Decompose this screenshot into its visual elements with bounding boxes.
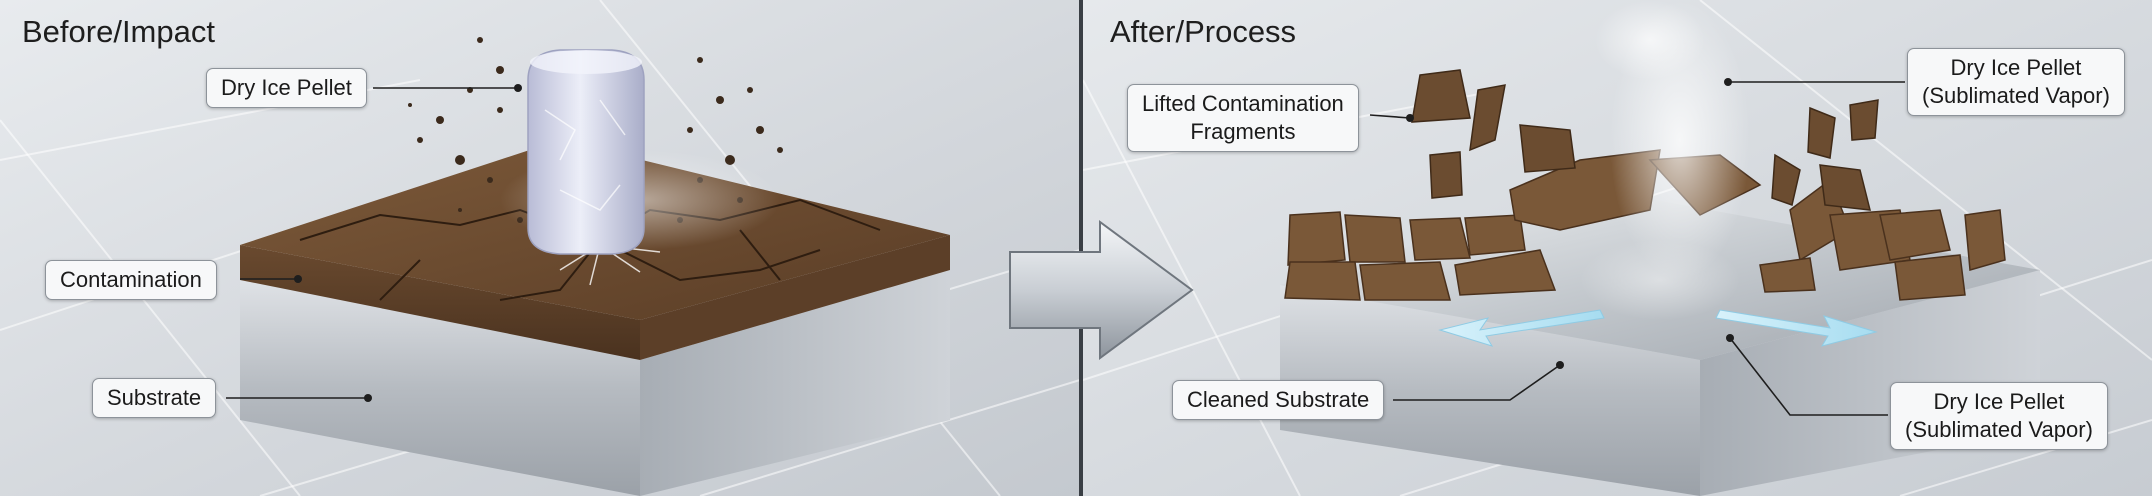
ice-texture <box>544 99 626 211</box>
right-arrow-icon <box>1009 220 1194 360</box>
label-dry-ice-pellet: Dry Ice Pellet <box>206 68 367 108</box>
label-contamination: Contamination <box>45 260 217 300</box>
label-cleaned-substrate: Cleaned Substrate <box>1172 380 1385 420</box>
flow-arrow-right <box>1715 309 1878 347</box>
lifted-fragments <box>1411 69 1879 211</box>
contamination-side <box>640 235 950 360</box>
sublimated-vapor-base <box>1580 240 1740 320</box>
dry-ice-pellet <box>527 49 645 255</box>
dry-ice-pellet-top <box>530 50 642 74</box>
leader-lines <box>226 81 1905 416</box>
left-block <box>240 37 950 496</box>
label-lifted-fragments: Lifted Contamination Fragments <box>1127 84 1359 152</box>
label-lifted-fragments-line1: Lifted Contamination <box>1142 91 1344 116</box>
flow-arrow-left <box>1438 309 1605 347</box>
label-vapor-top: Dry Ice Pellet (Sublimated Vapor) <box>1907 48 2125 116</box>
label-lifted-fragments-line2: Fragments <box>1190 119 1296 144</box>
panel-title-after: After/Process <box>1110 14 1297 49</box>
panel-title-before: Before/Impact <box>22 14 215 49</box>
panel-divider <box>1079 0 1083 496</box>
label-vapor-top-line1: Dry Ice Pellet <box>1950 55 2082 80</box>
label-vapor-bottom-line2: (Sublimated Vapor) <box>1905 417 2093 442</box>
substrate-side-left <box>640 270 950 496</box>
contamination-front <box>240 245 640 360</box>
label-vapor-bottom-line1: Dry Ice Pellet <box>1933 389 2065 414</box>
label-vapor-top-line2: (Sublimated Vapor) <box>1922 83 2110 108</box>
leader-dots <box>294 78 1734 402</box>
label-substrate: Substrate <box>92 378 217 418</box>
sublimated-vapor-top <box>1595 0 1705 80</box>
substrate-front-left <box>240 280 640 496</box>
substrate-front-right <box>1280 285 1700 496</box>
label-vapor-bottom: Dry Ice Pellet (Sublimated Vapor) <box>1890 382 2108 450</box>
